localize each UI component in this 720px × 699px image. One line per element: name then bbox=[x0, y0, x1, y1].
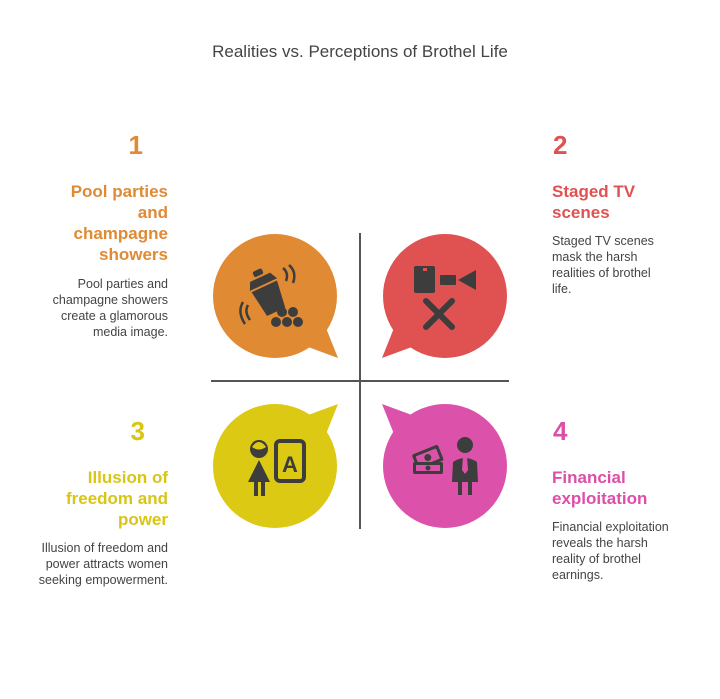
item-4-heading: Financial exploitation bbox=[552, 468, 648, 508]
item-3-number: 3 bbox=[130, 416, 145, 446]
item-3-heading: Illusion of freedom and power bbox=[65, 468, 168, 529]
woman-grade-icon: A bbox=[248, 439, 306, 496]
item-2-number: 2 bbox=[553, 130, 568, 160]
cocktail-shaker-icon bbox=[239, 264, 303, 327]
item-1-number: 1 bbox=[128, 130, 143, 160]
money-businessman-icon bbox=[412, 437, 478, 495]
page-title: Realities vs. Perceptions of Brothel Lif… bbox=[212, 42, 508, 61]
item-2-heading: Staged TV scenes bbox=[552, 182, 636, 222]
item-3-description: Illusion of freedom and power attracts w… bbox=[38, 541, 168, 587]
svg-text:A: A bbox=[282, 452, 298, 477]
item-2-description: Staged TV scenes mask the harsh realitie… bbox=[552, 234, 654, 296]
no-camera-icon bbox=[414, 266, 476, 330]
bubble-2 bbox=[382, 234, 507, 358]
item-4-number: 4 bbox=[553, 416, 568, 446]
bubble-4 bbox=[382, 404, 507, 528]
item-4-description: Financial exploitation reveals the harsh… bbox=[552, 520, 669, 582]
item-1-description: Pool parties and champagne showers creat… bbox=[52, 277, 168, 339]
item-1-heading: Pool parties and champagne showers bbox=[70, 182, 168, 264]
